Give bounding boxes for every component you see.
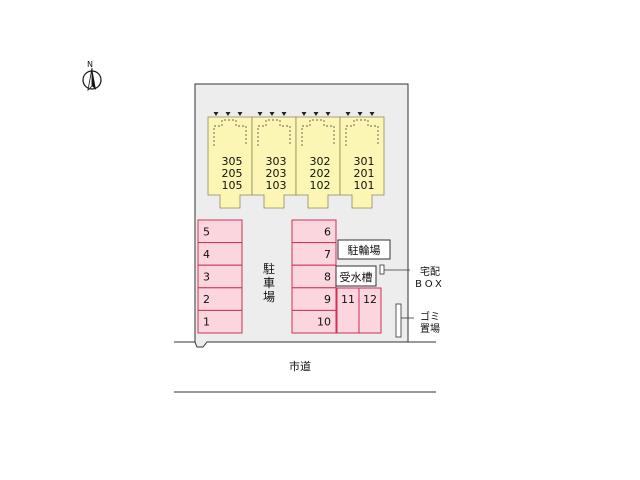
entrance-arrow-icon [237,112,243,116]
unit-number: 203 [266,167,287,180]
parking-space-number: 7 [324,248,331,261]
garbage-area-label-top: ゴミ [420,310,440,323]
entrance-arrow-icon [345,112,351,116]
parking-space: 4 [197,242,243,266]
parking-space: 3 [197,264,243,289]
water-tank: 受水槽 [335,265,377,287]
entrance-arrow-icon [281,112,287,116]
parking-space: 2 [197,287,243,311]
entrance-arrow-icon [325,112,331,116]
parking-space: 10 [291,309,337,334]
north-arrow-icon: N [82,60,102,92]
garbage-area: ゴミ 置場 [395,303,440,338]
parking-space-number: 5 [203,225,210,238]
parking-label: 駐車場 [263,261,275,304]
entrance-arrow-icon [257,112,263,116]
garbage-area-label-bottom: 置場 [420,322,440,335]
entrance-arrow-icon [269,112,275,116]
delivery-box-label-bottom: BOX [415,279,445,290]
entrance-arrow-icon [301,112,307,116]
entrance-arrow-icon [213,112,219,116]
parking-space-number: 11 [341,293,355,306]
parking-space-number: 4 [203,248,210,261]
unit-number: 202 [310,167,331,180]
parking-space-number: 3 [203,271,210,284]
entrance-arrow-icon [313,112,319,116]
delivery-box: 宅配 BOX [379,264,445,290]
parking-space-number: 12 [363,293,377,306]
north-letter: N [87,60,93,69]
unit-number: 302 [310,155,331,168]
parking-space-number: 2 [203,293,210,306]
parking-space: 8 [291,264,337,289]
parking-space: 7 [291,242,337,266]
parking-label-text: 駐車場 [263,261,275,304]
unit-number: 102 [310,179,331,192]
unit-number: 201 [354,167,375,180]
parking-lot: 5 4 3 2 1 6 7 8 9 10 11 12 [197,219,382,334]
unit-number: 101 [354,179,375,192]
unit-number: 301 [354,155,375,168]
parking-space-number: 10 [317,316,331,329]
water-tank-label: 受水槽 [340,271,373,284]
delivery-box-label-top: 宅配 [420,265,440,278]
road-label: 市道 [289,359,311,373]
parking-space-number: 9 [324,293,331,306]
bicycle-parking-label: 駐輪場 [348,243,381,257]
unit-number: 305 [222,155,243,168]
unit-number: 103 [266,179,287,192]
entrance-arrow-icon [225,112,231,116]
entrance-arrow-icon [369,112,375,116]
parking-space-number: 1 [203,316,210,329]
parking-space-number: 8 [324,271,331,284]
parking-space-number: 6 [324,225,331,238]
parking-space: 1 [197,309,243,334]
unit-number: 303 [266,155,287,168]
entrance-arrow-icon [357,112,363,116]
unit-number: 105 [222,179,243,192]
bicycle-parking: 駐輪場 [337,239,391,260]
parking-space: 6 [291,219,337,244]
parking-space: 9 [291,287,337,311]
unit-number: 205 [222,167,243,180]
parking-space: 11 [336,287,360,334]
parking-space: 12 [358,287,382,334]
parking-space: 5 [197,219,243,244]
